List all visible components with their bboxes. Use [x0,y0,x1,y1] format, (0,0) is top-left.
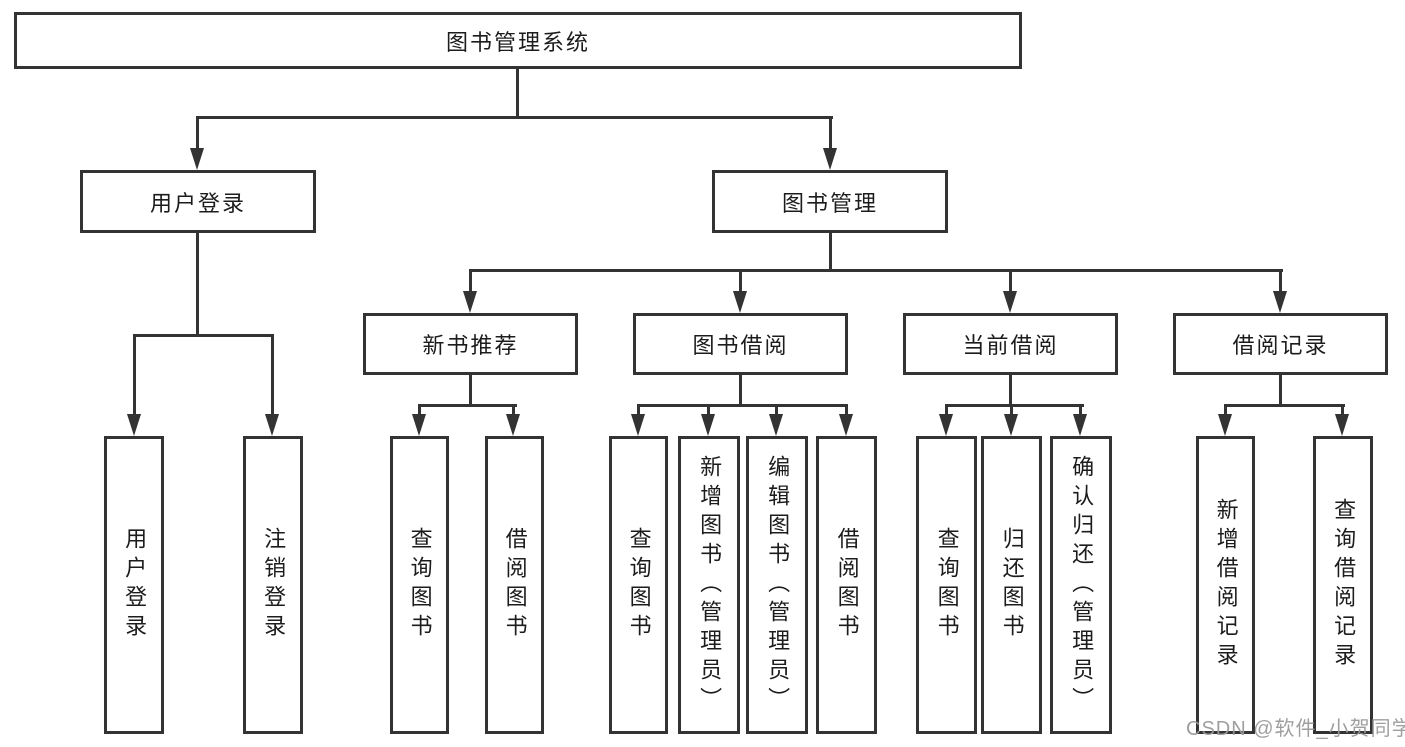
arrow-down-icon [769,414,783,436]
node-current-borrowing: 当前借阅 [903,313,1118,375]
connector-line [418,404,421,416]
leaf-label: 借阅图书 [834,527,860,643]
node-book-borrowing: 图书借阅 [633,313,848,375]
arrow-down-icon [265,414,279,436]
leaf-logout: 注销登录 [243,436,303,734]
connector-line [707,404,710,416]
leaf-label: 编辑图书（管理员） [765,454,791,716]
connector-line [1224,404,1345,407]
connector-line [469,375,472,407]
leaf-edit-book-admin: 编辑图书（管理员） [746,436,808,734]
arrow-down-icon [1073,414,1087,436]
connector-line [739,375,742,407]
arrow-down-icon [631,414,645,436]
leaf-label: 确认归还（管理员） [1069,454,1095,716]
arrow-down-icon [823,148,837,170]
arrow-down-icon [733,291,747,313]
leaf-label: 新增图书（管理员） [697,454,723,716]
leaf-borrow-books-recommend: 借阅图书 [485,436,544,734]
connector-line [196,116,833,119]
connector-line [469,269,472,293]
connector-line [516,68,519,119]
arrow-down-icon [463,291,477,313]
arrow-down-icon [939,414,953,436]
arrow-down-icon [1273,291,1287,313]
node-user-login: 用户登录 [80,170,316,233]
node-borrowing-records: 借阅记录 [1173,313,1388,375]
arrow-down-icon [701,414,715,436]
connector-line [196,116,199,152]
arrow-down-icon [839,414,853,436]
connector-line [1224,404,1227,416]
leaf-label: 新增借阅记录 [1213,498,1239,672]
node-book-management: 图书管理 [712,170,948,233]
connector-line [1010,404,1013,416]
leaf-label: 查询图书 [626,527,652,643]
leaf-query-books-recommend: 查询图书 [390,436,449,734]
leaf-label: 借阅图书 [502,527,528,643]
connector-line [418,404,517,407]
connector-line [637,404,848,407]
connector-line [1341,404,1344,416]
connector-line [945,404,1084,407]
arrow-down-icon [1218,414,1232,436]
connector-line [829,116,832,152]
arrow-down-icon [1003,291,1017,313]
connector-line [1279,269,1282,293]
connector-line [271,334,274,418]
leaf-confirm-return-admin: 确认归还（管理员） [1050,436,1112,734]
node-new-book-recommendation: 新书推荐 [363,313,578,375]
leaf-label: 注销登录 [261,527,287,643]
leaf-add-book-admin: 新增图书（管理员） [678,436,740,734]
leaf-query-borrow-record: 查询借阅记录 [1313,436,1373,734]
arrow-down-icon [1335,414,1349,436]
csdn-watermark: CSDN @软件_小贺同学 [1186,718,1405,740]
leaf-label: 查询借阅记录 [1331,498,1357,672]
connector-line [1279,375,1282,407]
arrow-down-icon [412,414,426,436]
leaf-label: 查询图书 [407,527,433,643]
connector-line [133,334,274,337]
connector-line [133,334,136,418]
leaf-user-login: 用户登录 [104,436,164,734]
connector-line [945,404,948,416]
connector-line [512,404,515,416]
leaf-return-book: 归还图书 [981,436,1042,734]
connector-line [1009,269,1012,293]
leaf-label: 归还图书 [999,527,1025,643]
connector-line [469,269,1283,272]
arrow-down-icon [127,414,141,436]
connector-line [775,404,778,416]
connector-line [829,233,832,272]
arrow-down-icon [1004,414,1018,436]
connector-line [637,404,640,416]
connector-line [1079,404,1082,416]
leaf-query-books-current: 查询图书 [916,436,977,734]
connector-line [739,269,742,293]
connector-line [196,233,199,337]
leaf-add-borrow-record: 新增借阅记录 [1196,436,1255,734]
leaf-label: 查询图书 [934,527,960,643]
arrow-down-icon [190,148,204,170]
leaf-label: 用户登录 [122,527,148,643]
connector-line [845,404,848,416]
leaf-borrow-books-borrowing: 借阅图书 [816,436,877,734]
arrow-down-icon [506,414,520,436]
leaf-query-books-borrowing: 查询图书 [609,436,668,734]
node-library-system: 图书管理系统 [14,12,1022,69]
connector-line [1009,375,1012,407]
